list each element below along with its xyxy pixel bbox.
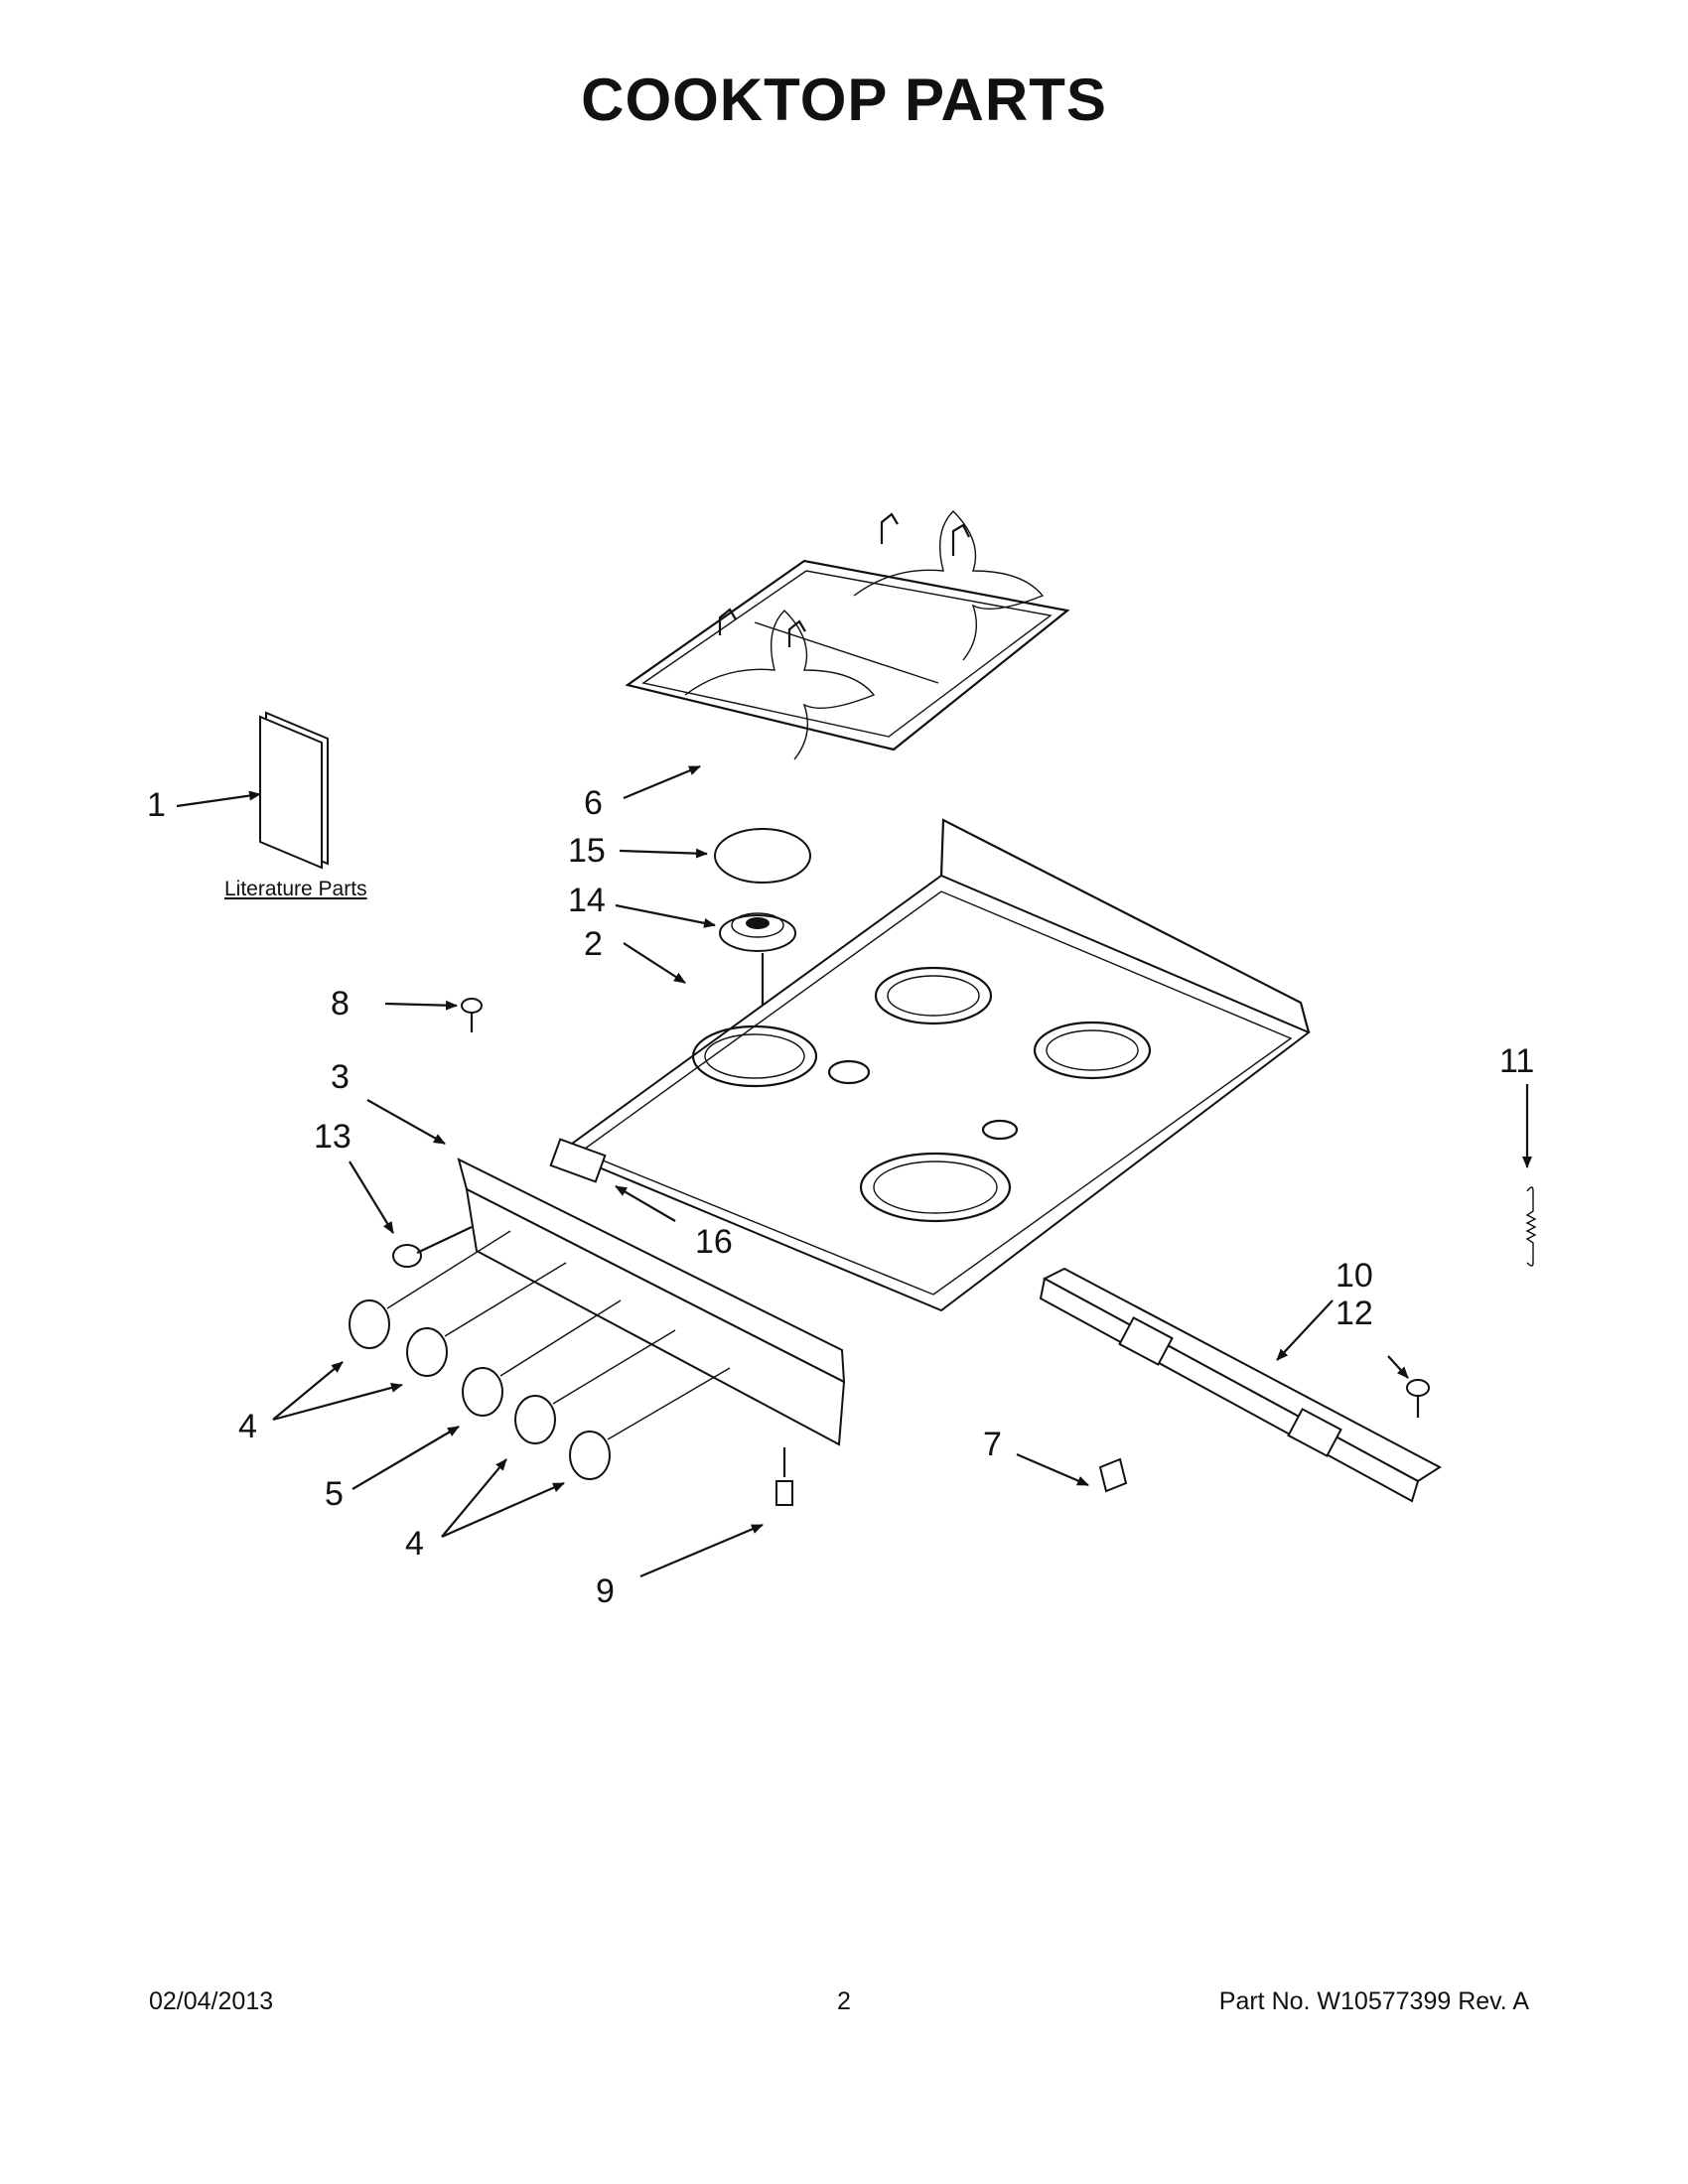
callout-4b: 4 (405, 1525, 424, 1563)
support-bracket (1039, 1267, 1442, 1503)
spring-part-11 (1522, 1084, 1537, 1267)
callout-5: 5 (325, 1475, 344, 1513)
callout-9: 9 (596, 1572, 615, 1610)
screw-part-12 (1387, 1355, 1430, 1418)
control-panel (366, 1099, 846, 1446)
callout-16: 16 (695, 1223, 733, 1261)
burner-head (615, 903, 796, 1052)
literature-booklet (176, 711, 329, 870)
callout-14: 14 (568, 882, 606, 919)
callout-3: 3 (331, 1058, 350, 1096)
callout-1: 1 (147, 786, 166, 824)
callout-6: 6 (584, 784, 603, 822)
callout-7: 7 (983, 1426, 1002, 1463)
footer-part-number: Part No. W10577399 Rev. A (1218, 1987, 1529, 2015)
callout-15: 15 (568, 832, 606, 870)
literature-parts-label: Literature Parts (224, 878, 367, 900)
callout-11: 11 (1499, 1042, 1534, 1080)
page-title: COOKTOP PARTS (581, 67, 1107, 133)
callout-12: 12 (1336, 1295, 1373, 1332)
ignition-switch (549, 1138, 676, 1222)
screw-part-8 (384, 998, 483, 1032)
footer-date: 02/04/2013 (149, 1987, 274, 2015)
control-knobs (272, 1230, 731, 1539)
clip-part-7 (1016, 1452, 1128, 1493)
cooktop-main-top (558, 818, 1311, 1312)
callout-13: 13 (314, 1118, 352, 1156)
burner-cap (619, 828, 811, 884)
callout-4a: 4 (238, 1408, 257, 1445)
callout-2: 2 (584, 925, 603, 963)
callout-10: 10 (1336, 1257, 1373, 1295)
valve-stem (349, 1160, 473, 1268)
screw-part-9 (639, 1447, 793, 1578)
burner-grate (623, 510, 1070, 800)
footer-page-number: 2 (837, 1987, 851, 2015)
callout-8: 8 (331, 985, 350, 1023)
